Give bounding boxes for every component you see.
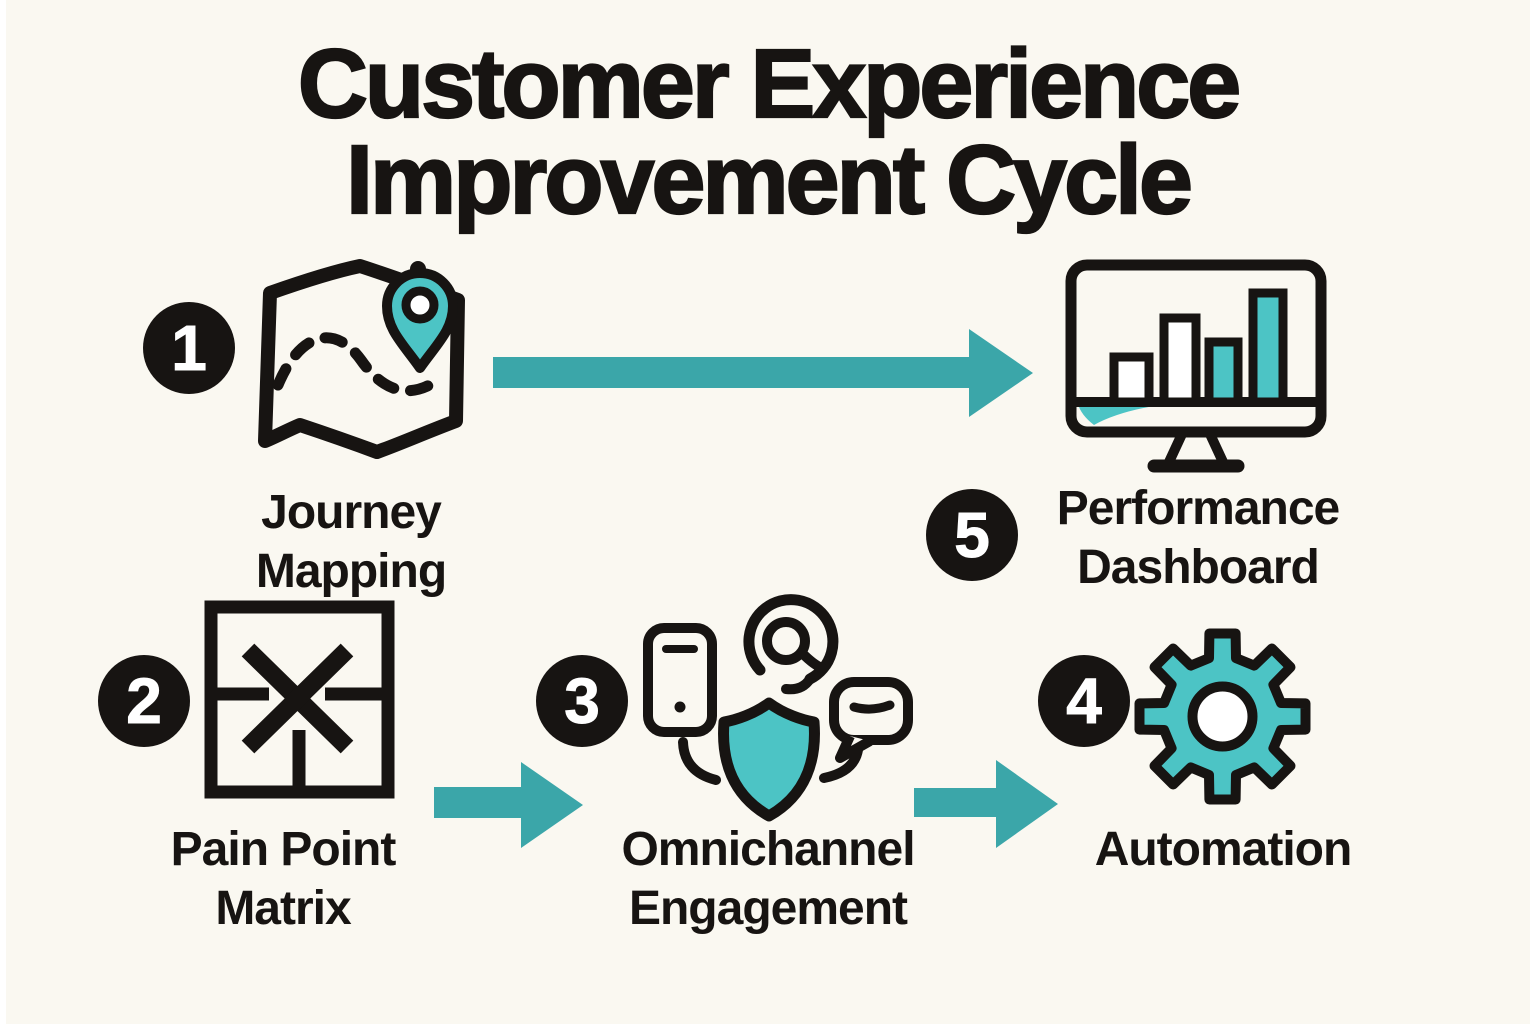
gear-icon bbox=[1134, 628, 1311, 805]
smartphone-icon bbox=[643, 623, 717, 737]
step-5-label-line2: Dashboard bbox=[1077, 541, 1320, 594]
step-3-badge: 3 bbox=[536, 655, 628, 747]
matrix-icon bbox=[204, 600, 395, 799]
right-connector-arc bbox=[819, 745, 863, 783]
bar-4 bbox=[1248, 288, 1288, 407]
step-4-number: 4 bbox=[1066, 665, 1103, 738]
arrow-shape bbox=[914, 760, 1058, 848]
at-inner-circle bbox=[762, 617, 810, 665]
step-4-badge: 4 bbox=[1038, 655, 1130, 747]
step-3-label-line1: Omnichannel bbox=[621, 823, 915, 876]
phone-button bbox=[674, 701, 686, 713]
step-5-badge: 5 bbox=[926, 489, 1018, 581]
arrow-shape bbox=[434, 762, 583, 848]
page-title: Customer Experience Improvement Cycle bbox=[6, 29, 1530, 234]
step-3-label: Omnichannel Engagement bbox=[598, 820, 938, 938]
arrow-journey-to-dashboard bbox=[493, 329, 1033, 417]
at-outer-arc bbox=[743, 594, 839, 685]
step-5-label-line1: Performance bbox=[1056, 482, 1340, 535]
step-2-number: 2 bbox=[126, 665, 163, 738]
pin-center-dot bbox=[401, 286, 439, 324]
stand-right bbox=[1205, 431, 1228, 465]
arrow-omnichannel-to-automation bbox=[914, 760, 1058, 848]
diagram-canvas: Customer Experience Improvement Cycle 1 … bbox=[6, 0, 1530, 1024]
step-5-number: 5 bbox=[954, 499, 991, 572]
bar-1 bbox=[1109, 352, 1154, 407]
step-3-label-line2: Engagement bbox=[628, 882, 908, 935]
map-dashed-route bbox=[272, 332, 447, 397]
title-line-1: Customer Experience bbox=[297, 29, 1243, 138]
at-tail bbox=[781, 674, 815, 695]
map-with-pin-icon bbox=[258, 259, 465, 459]
step-1-number: 1 bbox=[171, 312, 208, 385]
left-connector-arc bbox=[678, 737, 721, 785]
chat-bubble-dash bbox=[849, 700, 895, 714]
screen-swoosh bbox=[1078, 404, 1168, 425]
step-2-label: Pain Point Matrix bbox=[113, 820, 453, 938]
step-4-label: Automation bbox=[1053, 820, 1393, 879]
arrow-shape bbox=[493, 329, 1033, 417]
stand-left bbox=[1164, 431, 1187, 465]
step-1-label-line1: Journey Mapping bbox=[255, 486, 447, 598]
dashboard-monitor-icon bbox=[1065, 259, 1327, 473]
bar-3 bbox=[1204, 337, 1243, 407]
step-1-badge: 1 bbox=[143, 302, 235, 394]
step-2-label-line1: Pain Point bbox=[170, 823, 397, 876]
step-1-label: Journey Mapping bbox=[181, 483, 521, 601]
step-4-label-line1: Automation bbox=[1094, 823, 1353, 876]
x-mark-stroke-2 bbox=[241, 643, 354, 754]
bar-2 bbox=[1159, 313, 1201, 407]
at-connector bbox=[797, 648, 827, 673]
gear-center-hole bbox=[1187, 681, 1258, 752]
chat-bubble-icon bbox=[829, 677, 913, 763]
arrow-matrix-to-omnichannel bbox=[434, 762, 583, 848]
step-3-number: 3 bbox=[564, 665, 601, 738]
title-line-2: Improvement Cycle bbox=[345, 125, 1194, 234]
shield-icon bbox=[718, 697, 820, 822]
step-2-label-line2: Matrix bbox=[215, 882, 351, 935]
step-5-label: Performance Dashboard bbox=[1028, 479, 1368, 597]
phone-at-shield-chat-icons bbox=[643, 594, 913, 822]
at-sign-icon bbox=[743, 594, 839, 695]
step-2-badge: 2 bbox=[98, 655, 190, 747]
